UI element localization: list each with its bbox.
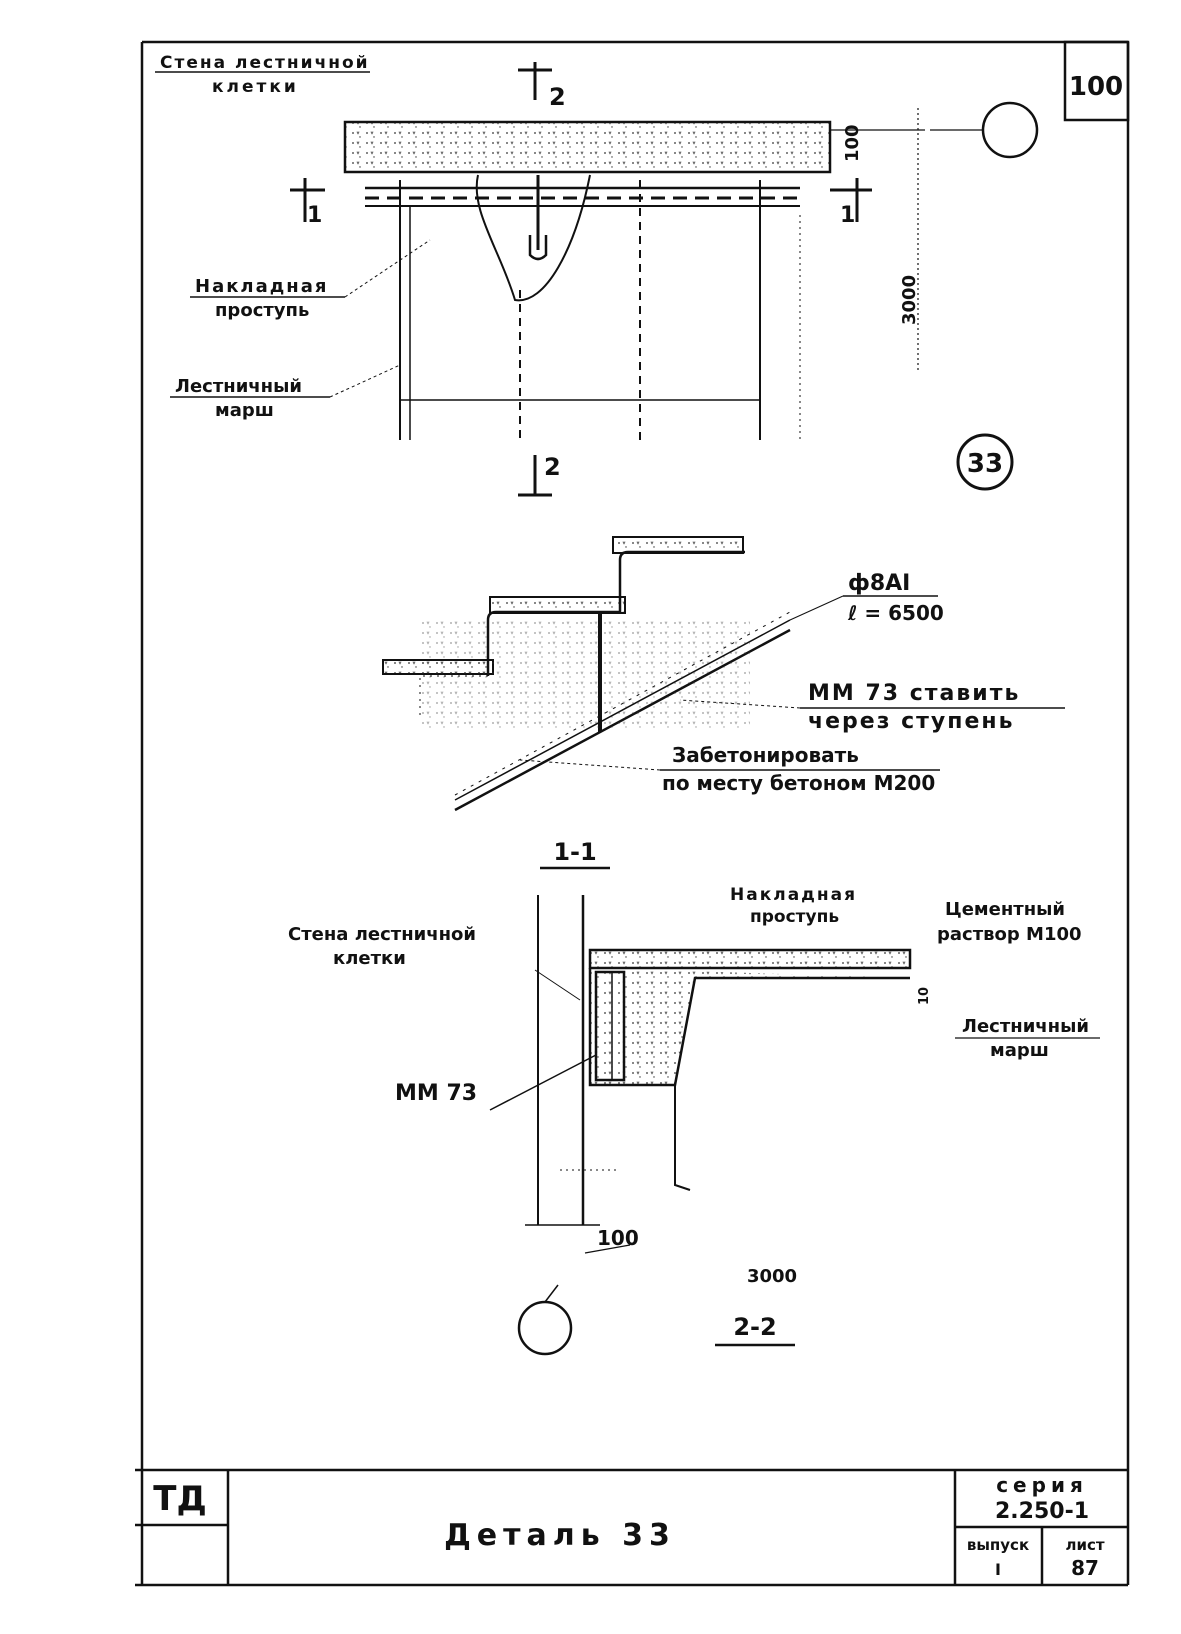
section-mark-2-top-label: 2 xyxy=(549,83,566,111)
section-1-1: ф8АI ℓ = 6500 ММ 73 ставить через ступен… xyxy=(382,536,1065,870)
list-label: лист xyxy=(1065,1536,1104,1554)
list-value: 87 xyxy=(1071,1556,1099,1580)
s22-wall-label-2: клетки xyxy=(333,948,406,969)
plan-reference-circle xyxy=(981,101,1039,159)
bar-length: ℓ = 6500 xyxy=(847,601,944,625)
plan-cutaway xyxy=(475,174,591,302)
section-mark-1-left xyxy=(290,178,325,222)
s22-mortar-label-2: раствор М100 xyxy=(937,924,1082,945)
section-1-1-caption: 1-1 xyxy=(553,838,596,866)
drawing-title: Деталь 33 xyxy=(444,1518,676,1553)
s22-dim-100: 100 xyxy=(597,1226,639,1250)
plan-wall-label-2: клетки xyxy=(212,77,299,97)
concrete-note-2: по месту бетоном М200 xyxy=(662,771,935,795)
plan-flight-label-2: марш xyxy=(215,400,274,421)
s22-dim-3000: 3000 xyxy=(747,1266,797,1287)
plan-overlay-label-1: Накладная xyxy=(195,276,328,297)
section-mark-1-left-label: 1 xyxy=(307,203,322,228)
s22-mm-label: ММ 73 xyxy=(395,1081,477,1106)
flight-section xyxy=(588,968,910,1087)
tread-plate-middle xyxy=(489,596,626,614)
series-value: 2.250-1 xyxy=(995,1499,1089,1524)
section-mark-2-top xyxy=(518,62,552,100)
mm-note-2: через ступень xyxy=(808,709,1015,734)
issue-value: I xyxy=(995,1560,1001,1579)
stair-profile xyxy=(486,550,745,676)
concrete-note-1: Забетонировать xyxy=(672,743,859,767)
s22-mortar-label-1: Цементный xyxy=(945,899,1065,920)
plan-dim-3000: 3000 xyxy=(899,275,920,325)
title-block xyxy=(135,1468,1128,1585)
section-mark-1-right-label: 1 xyxy=(840,203,855,228)
plan-view: 2 2 1 1 100 3000 33 Стена лестничной кле… xyxy=(155,53,1039,497)
s22-overlay-label-1: Накладная xyxy=(730,885,857,905)
overlay-tread-section xyxy=(588,948,912,970)
section-mark-1-right xyxy=(830,178,872,222)
bar-label: ф8АI xyxy=(848,571,910,596)
s22-wall-label-1: Стена лестничной xyxy=(288,924,476,945)
stamp-label: ТД xyxy=(153,1479,206,1519)
section-2-2-caption: 2-2 xyxy=(733,1313,776,1341)
detail-marker-label: 33 xyxy=(967,449,1003,479)
section-mark-2-bottom xyxy=(518,455,552,497)
s22-flight-label-1: Лестничный xyxy=(962,1016,1089,1037)
issue-label: выпуск xyxy=(967,1536,1029,1554)
page-number: 100 xyxy=(1069,72,1123,102)
s22-flight-label-2: марш xyxy=(990,1040,1049,1061)
mm-note-1: ММ 73 ставить xyxy=(808,681,1020,706)
section-2-2: Стена лестничной клетки Накладная просту… xyxy=(288,885,1100,1356)
series-label: серия xyxy=(996,1473,1088,1497)
plan-wall-label-1: Стена лестничной xyxy=(160,53,370,73)
concrete-infill xyxy=(420,620,750,730)
section-mark-2-bottom-label: 2 xyxy=(544,453,561,481)
detail-marker-circle xyxy=(956,433,1014,491)
plan-overlay-label-2: проступь xyxy=(215,300,309,321)
s22-reference-circle xyxy=(517,1300,573,1356)
plan-dim-100: 100 xyxy=(842,124,863,162)
plan-flight-label-1: Лестничный xyxy=(175,376,302,397)
s22-overlay-label-2: проступь xyxy=(750,907,839,927)
mm73-embed xyxy=(594,970,626,1082)
sheet-frame xyxy=(135,40,1130,1587)
plan-wall-slab xyxy=(343,120,832,174)
s22-dim-10: 10 xyxy=(917,987,932,1005)
tread-plate-upper xyxy=(612,536,744,554)
